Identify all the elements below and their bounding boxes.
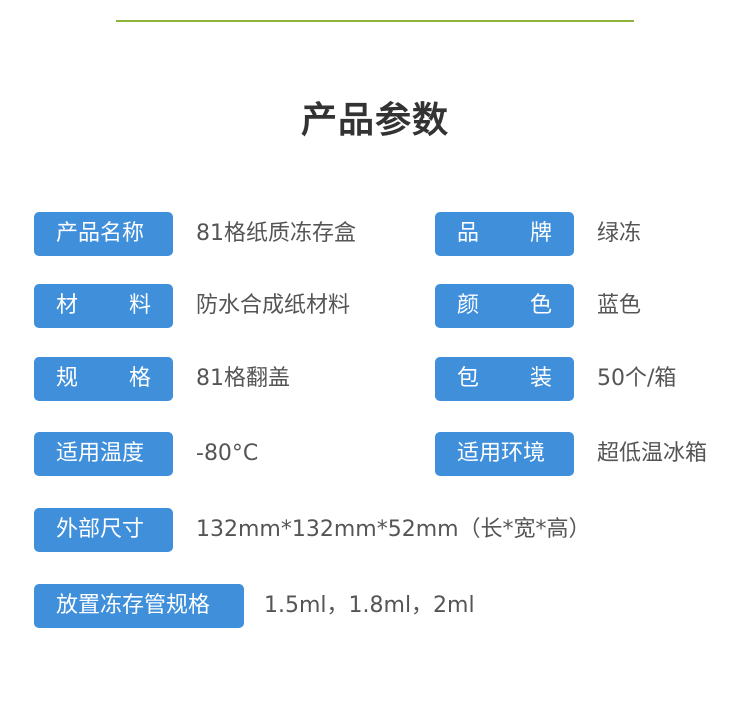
label-text-b: 色 — [529, 293, 552, 318]
label-text-a: 品 — [457, 221, 480, 246]
value-product-name: 81格纸质冻存盒 — [196, 221, 356, 246]
top-divider — [116, 20, 634, 22]
label-tube: 放置冻存管规格 — [34, 584, 244, 628]
label-temperature: 适用温度 — [34, 432, 173, 476]
label-text-b: 装 — [529, 366, 552, 391]
value-size: 132mm*132mm*52mm（长*宽*高） — [196, 517, 591, 542]
value-packing: 50个/箱 — [597, 366, 677, 391]
label-text: 适用环境 — [457, 441, 546, 466]
label-size: 外部尺寸 — [34, 508, 173, 552]
label-material: 材 料 — [34, 284, 173, 328]
label-text-a: 规 — [56, 366, 79, 391]
label-text: 适用温度 — [56, 441, 145, 466]
label-text-b: 牌 — [529, 221, 552, 246]
label-spec: 规 格 — [34, 357, 173, 401]
value-material: 防水合成纸材料 — [196, 293, 351, 318]
label-environment: 适用环境 — [435, 432, 574, 476]
label-text-a: 材 — [56, 293, 79, 318]
label-text-b: 格 — [128, 366, 151, 391]
label-text-a: 包 — [457, 366, 480, 391]
value-temperature: -80°C — [196, 441, 259, 466]
label-product-name: 产品名称 — [34, 212, 173, 256]
value-tube: 1.5ml，1.8ml，2ml — [264, 593, 475, 618]
value-color: 蓝色 — [597, 293, 642, 318]
page-title: 产品参数 — [300, 100, 449, 141]
label-text-a: 颜 — [457, 293, 480, 318]
value-environment: 超低温冰箱 — [597, 441, 708, 466]
label-text: 外部尺寸 — [56, 517, 145, 542]
label-text-b: 料 — [128, 293, 151, 318]
label-text: 产品名称 — [56, 221, 145, 246]
label-color: 颜 色 — [435, 284, 574, 328]
label-packing: 包 装 — [435, 357, 574, 401]
label-text: 放置冻存管规格 — [56, 593, 211, 618]
value-brand: 绿冻 — [597, 221, 642, 246]
value-spec: 81格翻盖 — [196, 366, 290, 391]
label-brand: 品 牌 — [435, 212, 574, 256]
